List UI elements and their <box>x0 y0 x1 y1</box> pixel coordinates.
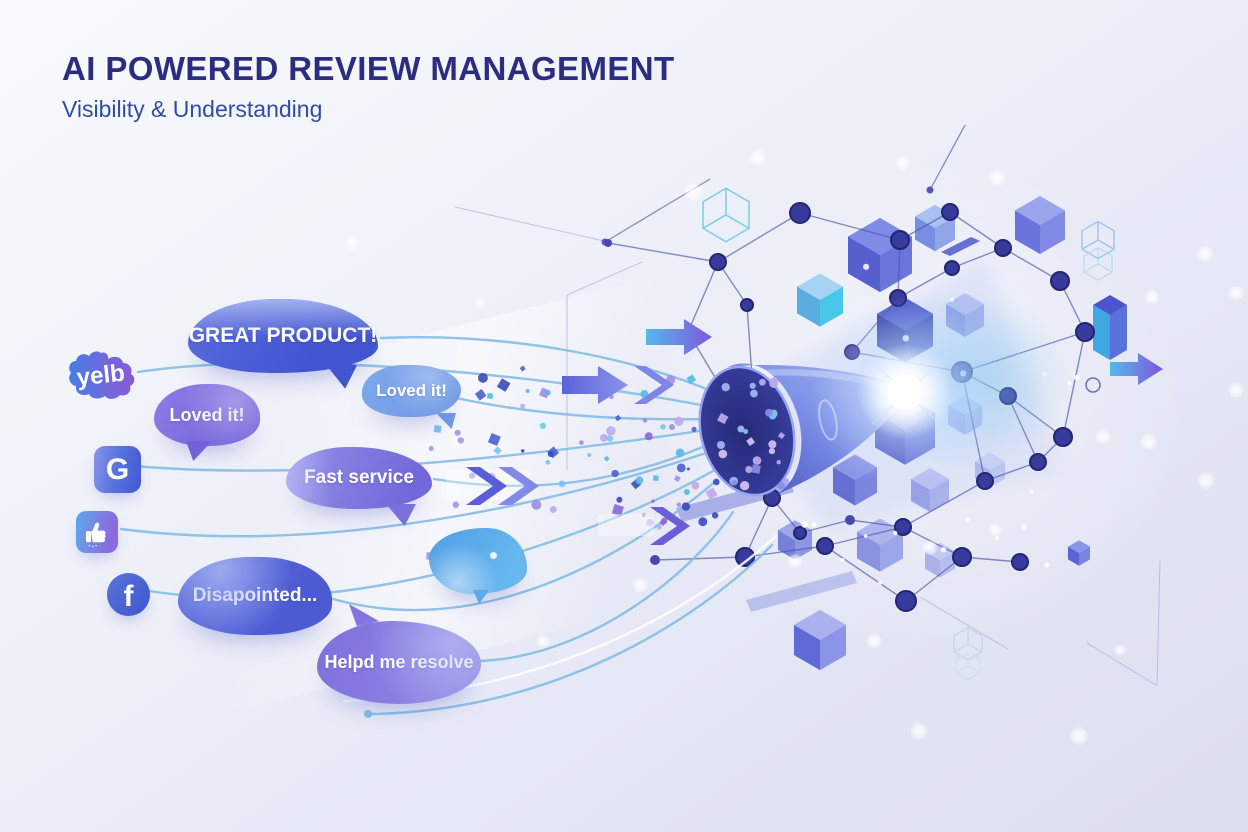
review-text: Loved it! <box>169 404 245 425</box>
page-subtitle: Visibility & Understanding <box>62 96 323 122</box>
thumbs-up-glyph <box>85 522 106 548</box>
review-text: Disapointed... <box>192 585 318 606</box>
yelp-wordmark: yelb <box>75 360 126 392</box>
review-bubble-help-resolve: Helpd me resolve <box>317 621 481 704</box>
particle-stream <box>426 263 1080 585</box>
thumbs-up-icon <box>76 511 118 553</box>
ring-markers <box>1085 377 1101 393</box>
page-title: AI POWERED REVIEW MANAGEMENT <box>62 50 675 87</box>
review-text: GREAT PRODUCT! <box>188 324 378 347</box>
review-bubble-loved-it-top: Loved it! <box>362 365 461 417</box>
funnel-inlet-particles <box>716 377 786 491</box>
review-bubble-loved-it-left: Loved it! <box>154 384 260 446</box>
review-bubble-empty <box>429 528 527 594</box>
google-icon: G <box>94 446 141 493</box>
yelp-logo: yelb <box>69 351 135 399</box>
review-text: Helpd me resolve <box>324 652 474 672</box>
yelp-burst-shape <box>69 351 135 399</box>
facebook-icon: f <box>107 573 150 616</box>
review-text: Fast service <box>304 467 414 488</box>
flow-arrows <box>446 319 1163 545</box>
light-flare <box>810 290 1070 487</box>
wireframe-cubes <box>702 187 1115 681</box>
review-text: Loved it! <box>376 381 447 400</box>
facebook-letter: f <box>123 579 134 613</box>
bubble-highlight-dot <box>489 551 497 559</box>
google-letter: G <box>105 452 130 486</box>
review-bubble-disappointed: Disapointed... <box>178 557 332 635</box>
bokeh-dots <box>345 149 1244 746</box>
